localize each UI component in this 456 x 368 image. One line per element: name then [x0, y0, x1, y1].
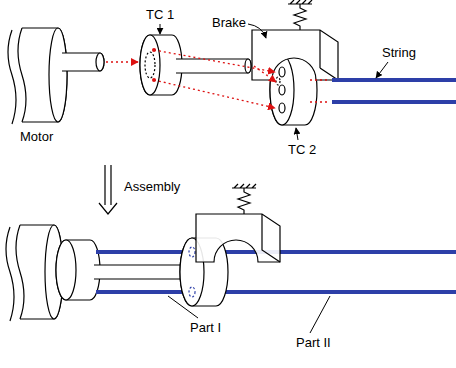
string-line [96, 252, 190, 292]
tc1-coupler [56, 240, 190, 300]
part-label: Brake [212, 16, 246, 30]
part-label: Motor [20, 130, 53, 144]
string-line [332, 80, 456, 102]
pin-dot [152, 48, 156, 82]
part-label: String [382, 46, 416, 60]
part-label: TC 1 [146, 8, 174, 22]
motor-body [8, 28, 104, 124]
part-label: Part I [190, 321, 221, 335]
assembly-arrow [99, 165, 117, 214]
leader-arrow [160, 24, 388, 140]
part-label: Assembly [124, 180, 180, 194]
part-label: TC 2 [288, 143, 316, 157]
brake-block [252, 0, 338, 80]
motor-body [6, 225, 63, 321]
part-label: Part II [296, 336, 331, 350]
brake-block [196, 184, 280, 262]
assembly-guide [106, 50, 330, 108]
